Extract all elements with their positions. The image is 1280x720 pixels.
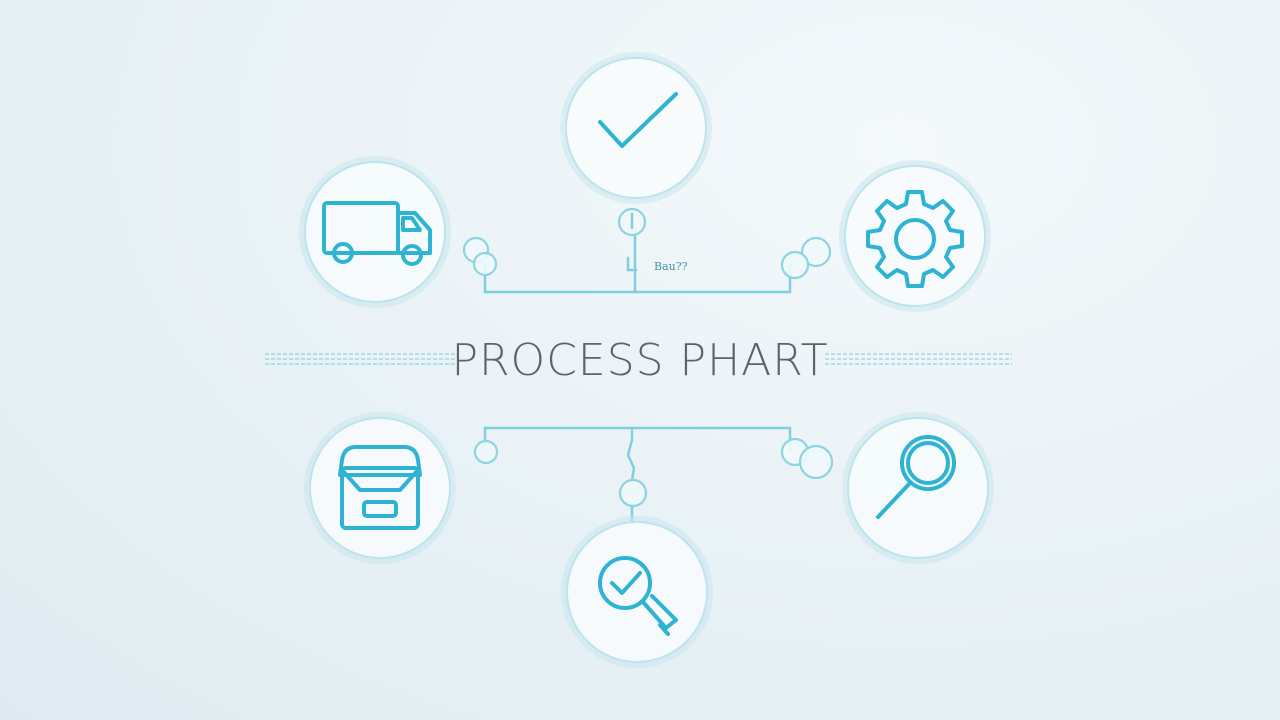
node-search	[842, 412, 994, 564]
checkmark-icon	[598, 92, 678, 148]
magnifier-icon	[876, 435, 956, 519]
node-check	[560, 52, 712, 204]
top-connectors	[462, 207, 832, 294]
magnifier-check-icon	[598, 556, 678, 636]
truck-icon	[322, 201, 432, 266]
gear-icon	[866, 190, 964, 288]
node-inspect	[561, 516, 713, 668]
connector-label: Bau??	[654, 260, 688, 273]
bottom-connectors	[473, 426, 834, 524]
node-gear	[839, 160, 991, 312]
box-icon	[338, 445, 422, 530]
title-divider-right	[825, 353, 1012, 365]
diagram-title: PROCESS PHART	[451, 335, 828, 386]
node-truck	[299, 156, 451, 308]
title-divider-left	[265, 353, 455, 365]
node-box	[304, 412, 456, 564]
